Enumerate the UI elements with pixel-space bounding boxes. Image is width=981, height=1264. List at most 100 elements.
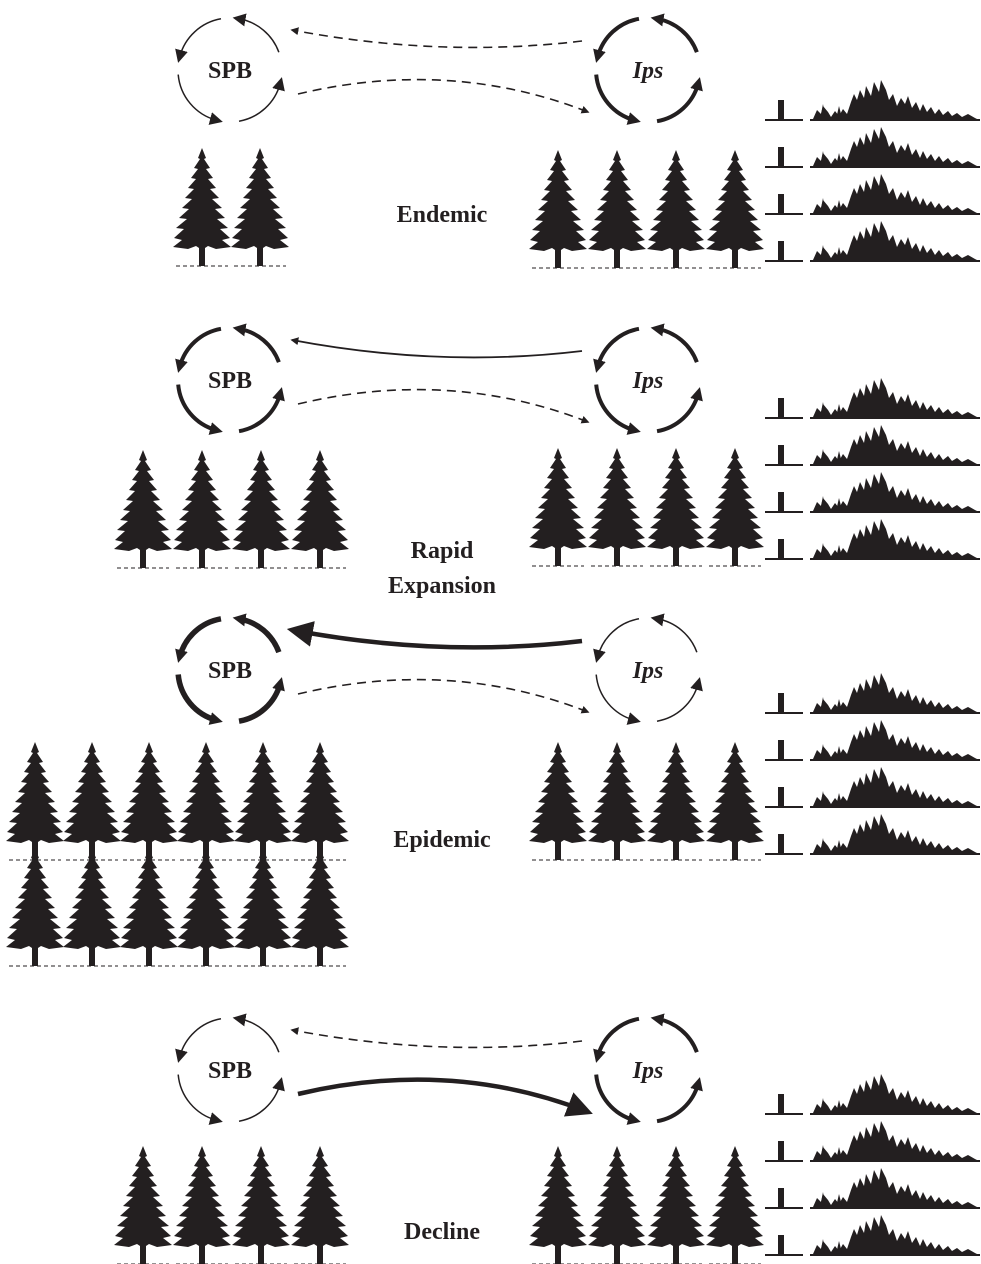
spb-cycle-arc <box>232 323 281 363</box>
pine-tree-icon <box>587 149 647 269</box>
ips-node-label: Ips <box>632 368 664 394</box>
ips-to-spb-arrow <box>286 621 583 650</box>
spb-cycle-arc <box>238 77 285 122</box>
ips-cycle-arc <box>595 674 641 725</box>
pine-tree-icon <box>62 847 122 967</box>
ips-node-label: Ips <box>632 58 664 84</box>
logging-slash-icon <box>765 1121 980 1162</box>
pine-tree-icon <box>172 449 232 569</box>
spb-cycle <box>175 613 285 725</box>
ips-node-label: Ips <box>632 658 664 684</box>
logging-slash-icon <box>765 1074 980 1115</box>
pine-tree-icon <box>290 847 350 967</box>
ips-cycle-arc <box>593 618 640 663</box>
logging-slash-icon <box>765 673 980 714</box>
spb-node-label: SPB <box>208 1058 252 1084</box>
pine-tree-icon <box>528 149 588 269</box>
spb-cycle-arc <box>232 1013 280 1053</box>
ips-cycle-arc <box>656 677 703 722</box>
pine-tree-icon <box>587 1145 647 1264</box>
ips-cycle <box>593 13 703 125</box>
pine-tree-icon <box>113 449 173 569</box>
ips-cycle-arc <box>594 74 641 125</box>
pine-tree-icon <box>290 1145 350 1264</box>
phase-label: Epidemic <box>393 827 491 853</box>
pine-tree-icon <box>646 149 706 269</box>
spb-node-label: SPB <box>208 58 252 84</box>
ips-cycle-arc <box>656 1077 703 1124</box>
pine-tree-icon <box>646 447 706 567</box>
pine-tree-icon <box>705 1145 765 1264</box>
ips-cycle-arc <box>650 13 699 53</box>
logging-slash-icon <box>765 378 980 419</box>
pine-tree-icon <box>528 1145 588 1264</box>
spb-node-label: SPB <box>208 368 252 394</box>
pine-tree-icon <box>233 847 293 967</box>
logging-slash-icon <box>765 425 980 466</box>
pine-tree-icon <box>528 447 588 567</box>
logging-slash-icon <box>765 720 980 761</box>
spb-to-ips-arrow <box>297 388 590 424</box>
logging-slash-icon <box>765 127 980 168</box>
ips-cycle <box>593 1013 703 1125</box>
spb-cycle-arc <box>238 677 285 724</box>
logging-slash-icon <box>765 80 980 121</box>
ips-cycle-arc <box>650 1013 699 1053</box>
pine-tree-icon <box>172 147 232 267</box>
pine-tree-icon <box>230 147 290 267</box>
spb-to-ips-arrow <box>297 678 590 714</box>
ips-cycle-arc <box>593 326 640 373</box>
spb-cycle-arc <box>175 18 222 63</box>
logging-slash-icon <box>765 519 980 560</box>
logging-slash-icon <box>765 221 980 262</box>
pine-tree-icon <box>119 741 179 861</box>
spb-cycle-arc <box>232 613 282 654</box>
pine-tree-icon <box>290 741 350 861</box>
spb-cycle-arc <box>175 616 222 663</box>
pine-tree-icon <box>290 449 350 569</box>
pine-tree-icon <box>176 741 236 861</box>
logging-slash-icon <box>765 1215 980 1256</box>
logging-slash-icon <box>765 174 980 215</box>
pine-tree-icon <box>233 741 293 861</box>
ips-to-spb-arrow <box>290 27 583 49</box>
pine-tree-icon <box>587 447 647 567</box>
spb-cycle-arc <box>238 387 285 434</box>
ips-cycle <box>593 613 703 725</box>
logging-slash-icon <box>765 1168 980 1209</box>
pine-tree-icon <box>705 741 765 861</box>
ips-cycle-arc <box>656 387 703 434</box>
pine-tree-icon <box>646 741 706 861</box>
pine-tree-icon <box>113 1145 173 1264</box>
spb-cycle-arc <box>175 1018 222 1063</box>
pine-tree-icon <box>5 741 65 861</box>
spb-cycle-arc <box>175 674 223 725</box>
spb-cycle-arc <box>176 384 223 435</box>
ips-cycle-arc <box>593 1016 640 1063</box>
spb-to-ips-arrow <box>297 1077 593 1117</box>
spb-cycle-arc <box>177 1074 223 1125</box>
pine-tree-icon <box>5 847 65 967</box>
logging-slash-icon <box>765 767 980 808</box>
spb-cycle-arc <box>177 74 223 125</box>
pine-tree-icon <box>172 1145 232 1264</box>
pine-tree-icon <box>528 741 588 861</box>
pine-tree-icon <box>119 847 179 967</box>
spb-cycle-arc <box>238 1077 285 1122</box>
spb-cycle <box>175 1013 285 1125</box>
logging-slash-icon <box>765 814 980 855</box>
ips-cycle <box>593 323 703 435</box>
logging-slash-icon <box>765 472 980 513</box>
pine-tree-icon <box>62 741 122 861</box>
phase-label: Expansion <box>388 573 496 599</box>
ips-to-spb-arrow <box>290 1027 583 1049</box>
pine-tree-icon <box>587 741 647 861</box>
pine-tree-icon <box>705 447 765 567</box>
spb-cycle <box>175 323 285 435</box>
pine-tree-icon <box>705 149 765 269</box>
pine-tree-icon <box>231 449 291 569</box>
ips-to-spb-arrow <box>290 337 583 359</box>
ips-cycle-arc <box>656 77 703 124</box>
pine-tree-icon <box>231 1145 291 1264</box>
